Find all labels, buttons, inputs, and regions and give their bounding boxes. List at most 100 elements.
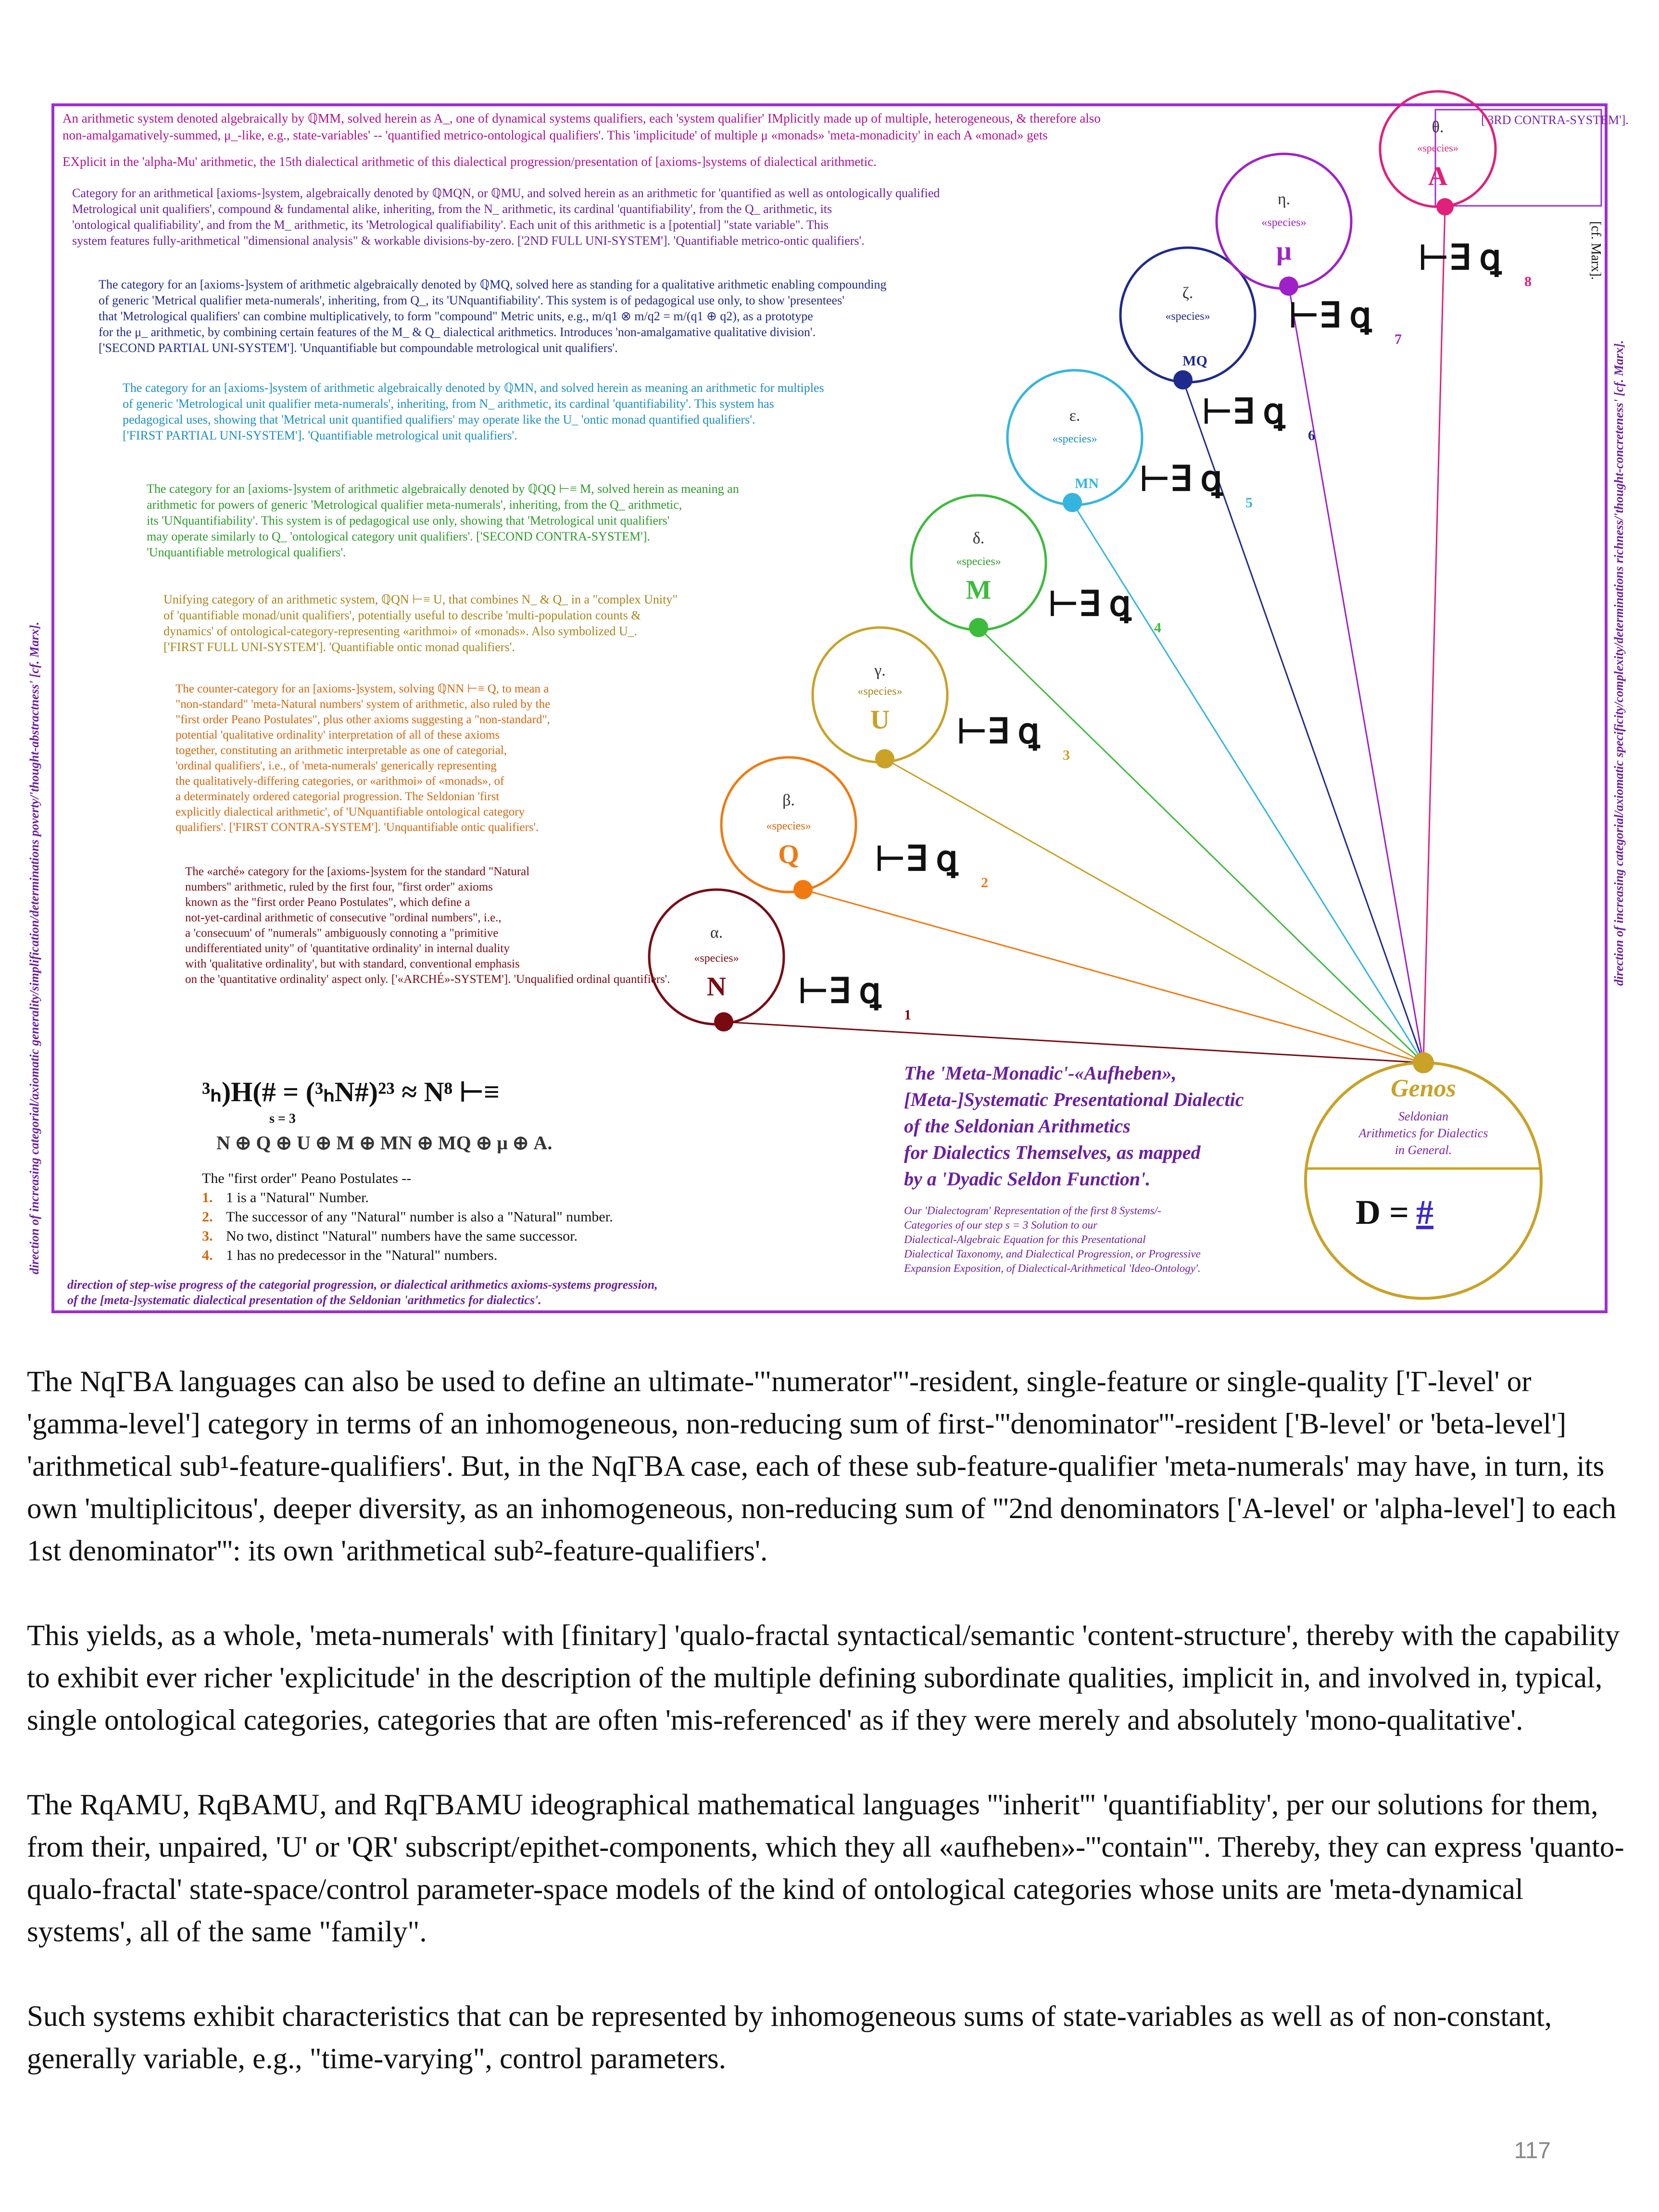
num-2: 2: [981, 875, 988, 891]
description-blocks: Category for an arithmetical [axioms-]sy…: [72, 186, 940, 986]
ray-mn: [1071, 502, 1424, 1063]
num-7: 7: [1395, 331, 1402, 347]
block-mu-line-4: system features fully-arithmetical "dime…: [72, 234, 865, 248]
block-mu: Category for an arithmetical [axioms-]sy…: [72, 186, 940, 248]
peano-item-1: 1 is a "Natural" Number.: [226, 1190, 369, 1206]
node-q: [793, 880, 813, 899]
ray-n: [723, 1021, 1424, 1064]
block-q-line-2: "non-standard" 'meta-Natural numbers' sy…: [176, 698, 550, 711]
bottom-direction-label-2: of the [meta-]systematic dialectical pre…: [67, 1293, 541, 1307]
block-mu-line-2: Metrological unit qualifiers', compound …: [72, 202, 832, 216]
genos-line-1: Seldonian: [1398, 1109, 1448, 1123]
genos-circle: Genos Seldonian Arithmetics for Dialecti…: [1304, 1052, 1543, 1300]
title-box: The 'Meta-Monadic'-«Aufheben», [Meta-]Sy…: [904, 1062, 1244, 1274]
peano-item-2: The successor of any "Natural" number is…: [226, 1209, 613, 1225]
node-n: [714, 1012, 733, 1031]
genos-line-3: in General.: [1395, 1143, 1452, 1157]
block-mn-line-3: pedagogical uses, showing that 'Metrical…: [123, 413, 755, 427]
block-mq-line-5: ['SECOND PARTIAL UNI-SYSTEM']. 'Unquanti…: [99, 341, 618, 355]
ray-mu: [1288, 286, 1424, 1063]
peano-num-3: 3.: [202, 1228, 213, 1244]
block-q-line-9: explicitly dialectical arithmetic', of '…: [176, 805, 525, 818]
paragraph-1: The NqΓBA languages can also be used to …: [27, 1366, 1617, 1567]
title-sub-5: Expansion Exposition, of Dialectical-Ari…: [904, 1262, 1201, 1274]
block-n-line-8: on the 'quantitative ordinality' aspect …: [185, 972, 670, 986]
block-q-line-4: potential 'qualitative ordinality' inter…: [176, 729, 500, 742]
peano-num-1: 1.: [202, 1190, 213, 1206]
peano-num-2: 2.: [202, 1209, 213, 1225]
page-number: 117: [1514, 2138, 1551, 2163]
num-1: 1: [904, 1007, 911, 1023]
contra-system-tag: ['3RD CONTRA-SYSTEM'].: [1481, 113, 1629, 127]
block-mq-line-2: of generic 'Metrical qualifier meta-nume…: [99, 293, 844, 307]
block-n-line-4: not-yet-cardinal arithmetic of consecuti…: [185, 911, 502, 924]
block-q-line-3: "first order Peano Postulates", plus oth…: [176, 713, 550, 726]
species-zeta-label: «species»: [1165, 310, 1210, 323]
num-4: 4: [1154, 620, 1161, 636]
block-n: The «arché» category for the [axioms-]sy…: [185, 865, 670, 986]
block-m-line-5: 'Unquantifiable metrological qualifiers'…: [147, 545, 346, 559]
paragraph-4: Such systems exhibit characteristics tha…: [27, 2000, 1552, 2075]
glyph-2: ⊢∃ ꝗ: [875, 840, 958, 879]
block-n-line-1: The «arché» category for the [axioms-]sy…: [185, 865, 529, 878]
peano-item-4: 1 has no predecessor in the "Natural" nu…: [226, 1247, 497, 1263]
block-mq-line-3: that 'Metrological qualifiers' can combi…: [99, 309, 813, 323]
block-u-line-4: ['FIRST FULL UNI-SYSTEM']. 'Quantifiable…: [163, 640, 515, 654]
species-eta-letter: μ: [1276, 236, 1292, 266]
species-delta: δ. «species» M: [910, 494, 1047, 637]
genos-line-2: Arithmetics for Dialectics: [1358, 1126, 1488, 1140]
glyph-7: ⊢∃ ꝗ: [1289, 296, 1372, 335]
glyph-3: ⊢∃ ꝗ: [957, 712, 1040, 751]
title-sub-2: Categories of our step s = 3 Solution to…: [904, 1219, 1098, 1231]
block-mq: The category for an [axioms-]system of a…: [99, 277, 886, 355]
block-m: The category for an [axioms-]system of a…: [147, 482, 739, 559]
operator-glyphs: ⊢∃ ꝗ ⊢∃ ꝗ ⊢∃ ꝗ ⊢∃ ꝗ ⊢∃ ꝗ ⊢∃ ꝗ ⊢∃ ꝗ ⊢∃ ꝗ: [798, 239, 1502, 1011]
species-gamma: γ. «species» U: [811, 626, 949, 768]
title-line-4: for Dialectics Themselves, as mapped: [904, 1142, 1201, 1163]
species-eta-label: «species»: [1261, 216, 1306, 229]
species-delta-greek: δ.: [973, 529, 985, 547]
num-8: 8: [1524, 274, 1532, 289]
num-5: 5: [1245, 495, 1253, 511]
title-sub-1: Our 'Dialectogram' Representation of the…: [904, 1205, 1161, 1217]
block-n-line-6: undifferentiated unity" of 'quantitative…: [185, 942, 510, 955]
node-mn: [1063, 493, 1082, 512]
block-n-line-3: known as the "first order Peano Postulat…: [185, 896, 470, 909]
block-mu-line-1: Category for an arithmetical [axioms-]sy…: [72, 186, 940, 200]
block-u-line-2: of 'quantifiable monad/unit qualifiers',…: [163, 608, 641, 622]
peano-postulates: The "first order" Peano Postulates -- 1.…: [202, 1170, 613, 1263]
glyph-8: ⊢∃ ꝗ: [1419, 239, 1502, 277]
species-epsilon-greek: ε.: [1069, 407, 1081, 425]
block-q-line-10: qualifiers'. ['FIRST CONTRA-SYSTEM']. 'U…: [176, 821, 539, 834]
glyph-5: ⊢∃ ꝗ: [1140, 460, 1223, 499]
equation-main: ³ₕ)H(# = (³ₕN#)²³ ≈ N⁸ ⊢≡: [202, 1076, 500, 1107]
block-mq-line-1: The category for an [axioms-]system of a…: [99, 277, 886, 291]
species-beta-label: «species»: [766, 820, 811, 832]
header-line-2: non-amalgamatively-summed, μ_-like, e.g.…: [63, 128, 1048, 142]
species-epsilon-letter: MN: [1075, 476, 1099, 491]
peano-title: The "first order" Peano Postulates --: [202, 1170, 411, 1186]
header-line-1: An arithmetic system denoted algebraical…: [63, 111, 1101, 126]
species-zeta-greek: ζ.: [1182, 284, 1194, 302]
species-alpha-label: «species»: [694, 952, 739, 965]
species-alpha-greek: α.: [710, 924, 723, 942]
node-a: [1436, 198, 1454, 215]
glyph-numbers: 1 2 3 4 5 6 7 8: [904, 274, 1532, 1023]
species-alpha: α. «species» N: [648, 888, 785, 1031]
ray-a: [1422, 206, 1446, 1063]
dialectogram-diagram: An arithmetic system denoted algebraical…: [27, 90, 1629, 1313]
block-q: The counter-category for an [axioms-]sys…: [176, 682, 550, 834]
header-text: An arithmetic system denoted algebraical…: [63, 111, 1101, 169]
peano-num-4: 4.: [202, 1247, 213, 1263]
species-alpha-letter: N: [707, 972, 726, 1002]
cf-marx-top: [cf. Marx].: [1588, 221, 1603, 280]
genos-title: Genos: [1391, 1075, 1456, 1102]
node-m: [969, 618, 988, 637]
block-m-line-3: its 'UNquantifiability'. This system is …: [147, 514, 669, 528]
right-direction-label: direction of increasing categorial/axiom…: [1612, 340, 1626, 986]
species-eta: η. «species» μ: [1215, 152, 1353, 296]
species-gamma-label: «species»: [857, 685, 902, 698]
block-mn-line-2: of generic 'Metrological unit qualifier …: [123, 397, 774, 411]
num-3: 3: [1063, 747, 1070, 763]
species-gamma-letter: U: [870, 705, 890, 735]
